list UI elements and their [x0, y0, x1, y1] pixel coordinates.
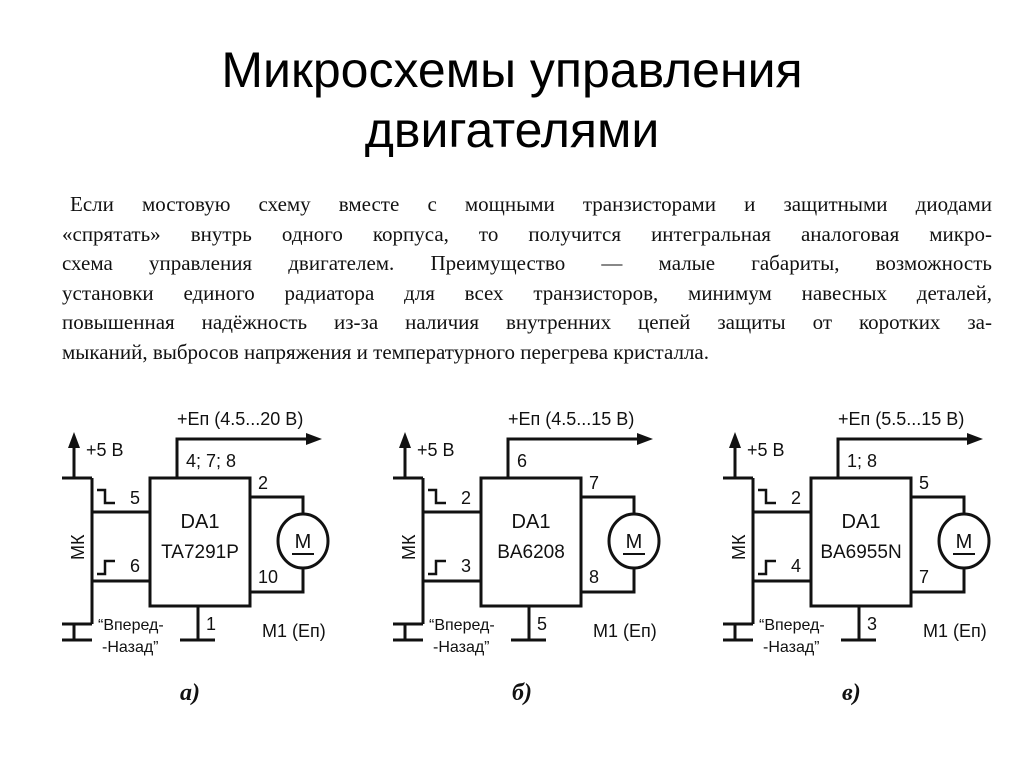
motor-label: M1 (Еп) [262, 621, 326, 641]
paragraph-line: «спрятать» внутрь одного корпуса, то пол… [62, 221, 992, 246]
output-wire-2 [581, 568, 636, 594]
output-wire-1 [911, 495, 966, 515]
pin-in1-label: 2 [461, 488, 471, 508]
paragraph-line: Если мостовую схему вместе с мощными тра… [70, 192, 992, 216]
mcu-label: МК [399, 534, 419, 560]
direction-label-1: “Вперед- [429, 617, 495, 634]
output-wire-1 [581, 495, 636, 515]
chip-name: DA1 [512, 511, 551, 533]
paragraph-line: установки единого радиатора для всех тра… [62, 280, 992, 305]
supply-wire [836, 437, 973, 478]
logic-supply-arrow-icon [68, 432, 80, 448]
direction-label-2: -Назад” [433, 639, 490, 656]
pin-out1-label: 5 [919, 473, 929, 493]
pin-in1-label: 5 [130, 488, 140, 508]
paragraph-line: мыканий, выбросов напряжения и температу… [62, 339, 710, 364]
motor-symbol: M [295, 531, 312, 553]
supply-arrow-icon [306, 433, 322, 445]
slide-title-line-1: Микросхемы управления [221, 42, 803, 98]
motor-label: M1 (Еп) [593, 621, 657, 641]
rising-edge-icon [428, 559, 446, 576]
motor-symbol: M [626, 531, 643, 553]
rising-edge-icon [97, 559, 115, 576]
body-paragraph: Если мостовую схему вместе с мощными тра… [62, 190, 992, 367]
logic-supply-label: +5 В [86, 440, 124, 460]
chip-name: DA1 [181, 511, 220, 533]
figure-label-b: б) [512, 680, 532, 706]
motor-symbol: M [956, 531, 973, 553]
slide-title: Микросхемы управления двигателями [0, 40, 1024, 160]
logic-supply-arrow-icon [729, 432, 741, 448]
pin-out2-label: 7 [919, 567, 929, 587]
direction-label-1: “Вперед- [98, 617, 164, 634]
pin-in2-label: 6 [130, 556, 140, 576]
supply-wire [175, 437, 312, 478]
pin-in1-label: 2 [791, 488, 801, 508]
pin-power-label: 4; 7; 8 [186, 451, 236, 471]
pin-out2-label: 8 [589, 567, 599, 587]
output-wire-2 [250, 568, 305, 594]
chip-part-number: BA6208 [497, 542, 565, 563]
chip-body [479, 476, 583, 608]
logic-supply-label: +5 В [747, 440, 785, 460]
direction-label-1: “Вперед- [759, 617, 825, 634]
falling-edge-icon [758, 488, 776, 505]
chip-body [809, 476, 913, 608]
supply-voltage-label: +Еп (5.5...15 В) [838, 409, 964, 429]
supply-voltage-label: +Еп (4.5...15 В) [508, 409, 634, 429]
falling-edge-icon [97, 488, 115, 505]
paragraph-line: повышенная надёжность из-за наличия внут… [62, 310, 992, 334]
supply-wire [506, 437, 643, 478]
supply-arrow-icon [967, 433, 983, 445]
logic-supply-arrow-icon [399, 432, 411, 448]
pin-in2-label: 4 [791, 556, 801, 576]
pin-out2-label: 10 [258, 567, 278, 587]
chip-part-number: BA6955N [820, 542, 901, 563]
motor-icon [276, 512, 330, 570]
supply-arrow-icon [637, 433, 653, 445]
slide-title-line-2: двигателями [364, 102, 660, 158]
motor-icon [937, 512, 991, 570]
figure-label-a: а) [180, 680, 200, 706]
pin-in2-label: 3 [461, 556, 471, 576]
supply-voltage-label: +Еп (4.5...20 В) [177, 409, 303, 429]
pin-gnd-label: 3 [867, 614, 877, 634]
falling-edge-icon [428, 488, 446, 505]
pin-power-label: 1; 8 [847, 451, 877, 471]
pin-gnd-label: 1 [206, 614, 216, 634]
motor-label: M1 (Еп) [923, 621, 987, 641]
pin-power-label: 6 [517, 451, 527, 471]
output-wire-2 [911, 568, 966, 594]
figure-label-v: в) [842, 680, 861, 706]
chip-name: DA1 [842, 511, 881, 533]
motor-icon [607, 512, 661, 570]
logic-supply-label: +5 В [417, 440, 455, 460]
chip-part-number: TA7291P [161, 542, 239, 563]
direction-label-2: -Назад” [763, 639, 820, 656]
pin-out1-label: 2 [258, 473, 268, 493]
mcu-label: МК [729, 534, 749, 560]
paragraph-line: схема управления двигателем. Преимуществ… [62, 251, 992, 275]
mcu-label: МК [68, 534, 88, 560]
output-wire-1 [250, 495, 305, 515]
pin-gnd-label: 5 [537, 614, 547, 634]
chip-body [148, 476, 252, 608]
direction-label-2: -Назад” [102, 639, 159, 656]
pin-out1-label: 7 [589, 473, 599, 493]
rising-edge-icon [758, 559, 776, 576]
